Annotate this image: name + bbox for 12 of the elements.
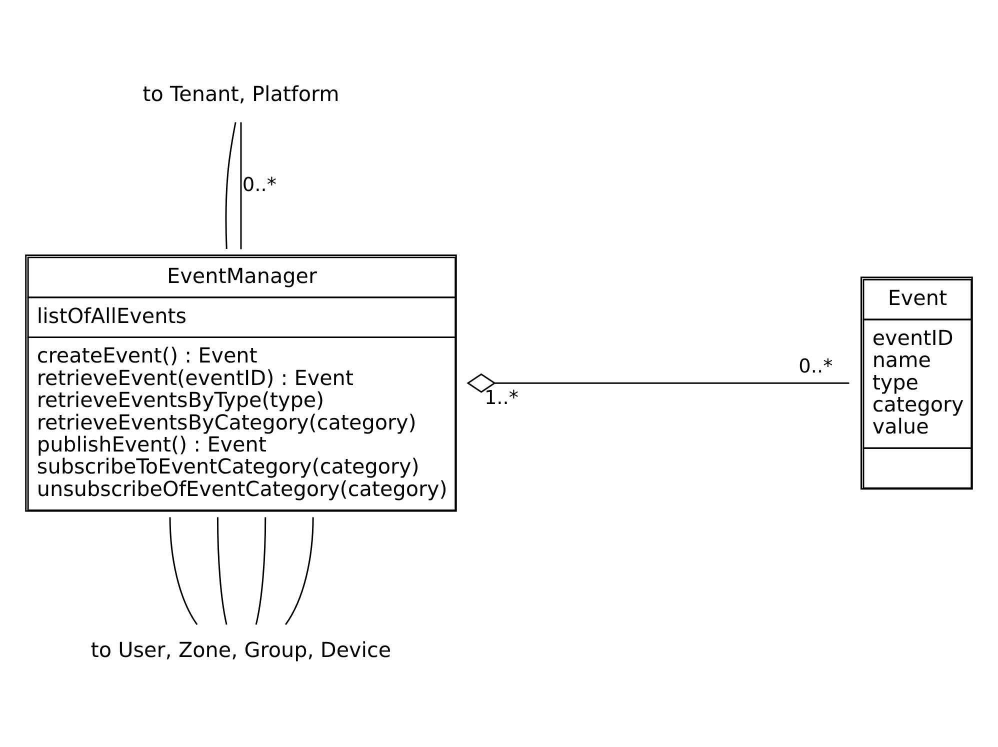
edge-label: 0..* <box>242 172 277 196</box>
connector <box>285 517 314 625</box>
connector <box>466 373 850 393</box>
label: 1..* <box>484 386 519 409</box>
connector <box>225 122 236 250</box>
node-text: to User, Zone, Group, Device <box>90 638 392 662</box>
connector <box>169 517 198 625</box>
connector <box>240 122 242 250</box>
connector <box>216 517 228 625</box>
connector <box>255 517 266 625</box>
node-text: to Tenant, Platform <box>142 82 340 106</box>
label: 0..* <box>798 354 833 378</box>
